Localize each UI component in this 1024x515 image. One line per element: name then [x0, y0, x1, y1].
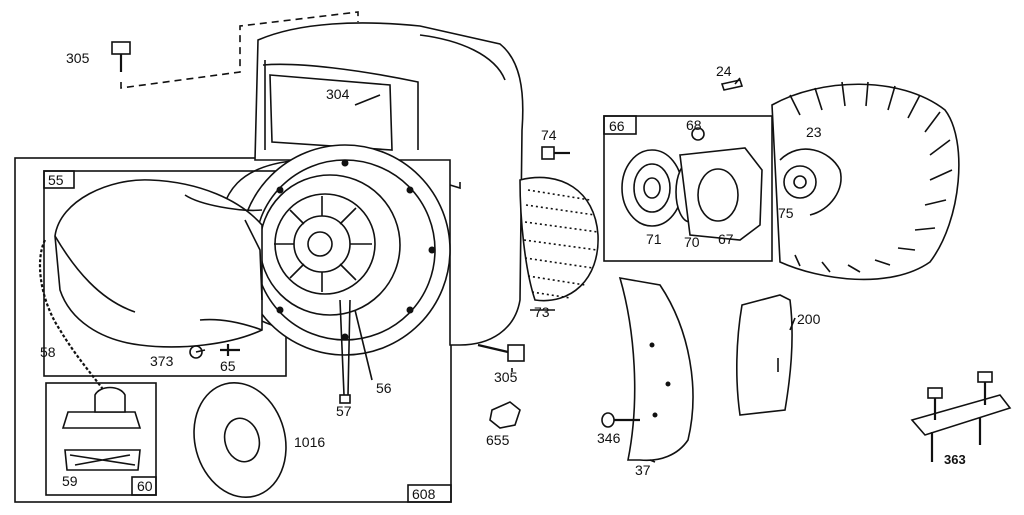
label-608: 608: [412, 486, 436, 502]
label-73: 73: [534, 304, 550, 320]
label-58: 58: [40, 344, 56, 360]
label-60: 60: [137, 478, 153, 494]
bolt-305-bottom: [477, 343, 525, 362]
rope-handle-part: [61, 386, 142, 471]
label-305-top: 305: [66, 50, 90, 66]
label-75: 75: [778, 205, 794, 221]
label-56: 56: [376, 380, 392, 396]
box-66-tag: [603, 115, 637, 135]
washer-1016-part: [193, 381, 287, 499]
label-200: 200: [797, 311, 821, 327]
bolt-305-top: [111, 41, 131, 72]
label-55: 55: [48, 172, 64, 188]
starter-clutch-part: [621, 127, 763, 241]
label-67: 67: [718, 231, 734, 247]
box-608-tag: [407, 484, 452, 503]
flywheel-part: [771, 81, 960, 281]
label-59: 59: [62, 473, 78, 489]
rope-57-handle: [339, 394, 351, 404]
label-68: 68: [686, 117, 702, 133]
clip-655-part: [489, 401, 521, 429]
key-24-part: [720, 79, 744, 91]
label-23: 23: [806, 124, 822, 140]
label-37: 37: [635, 462, 651, 478]
bracket-363-part: [910, 371, 1012, 462]
box-66-outline: [603, 115, 773, 262]
label-66: 66: [609, 118, 625, 134]
label-363: 363: [944, 452, 966, 467]
label-24: 24: [716, 63, 732, 79]
label-57: 57: [336, 403, 352, 419]
label-71: 71: [646, 231, 662, 247]
screen-73-part: [519, 176, 599, 302]
label-65: 65: [220, 358, 236, 374]
baffle-37-part: [618, 276, 694, 462]
label-1016: 1016: [294, 434, 325, 450]
rope-58-part: [38, 239, 106, 393]
label-304: 304: [326, 86, 350, 102]
box-60-outline: [45, 382, 157, 496]
rope-57-part: [339, 299, 351, 396]
screw-346: [601, 412, 640, 428]
starter-cup-part: [54, 179, 263, 348]
label-305-bottom: 305: [494, 369, 518, 385]
bolt-74: [541, 146, 570, 160]
label-70: 70: [684, 234, 700, 250]
baffle-200-part: [736, 294, 793, 416]
label-74: 74: [541, 127, 557, 143]
box-55-tag: [43, 170, 75, 189]
label-655: 655: [486, 432, 510, 448]
box-60-tag: [131, 476, 157, 496]
label-373: 373: [150, 353, 174, 369]
dashed-leader-305: [120, 11, 359, 89]
label-346: 346: [597, 430, 621, 446]
part-373: [189, 345, 203, 359]
part-65: [220, 344, 240, 356]
starter-ring-part: [239, 144, 451, 356]
